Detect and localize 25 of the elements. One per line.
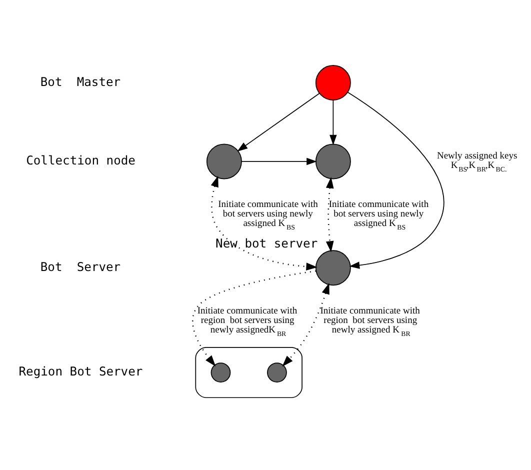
edge-label: Initiate communicate with bot servers using newly assigned K$_{BS}$ [218, 200, 318, 232]
arrow [210, 176, 318, 271]
arrow [347, 92, 444, 269]
node-circle [267, 362, 287, 382]
arrow [326, 177, 334, 252]
cluster [195, 347, 302, 398]
node-label: New bot server [216, 236, 318, 250]
node-circle [315, 65, 351, 100]
label: Bot Server [40, 260, 121, 274]
arrow [192, 270, 316, 366]
edge-label: Initiate communicate with region bot servers using newly assigned K$_{BR}$ [320, 306, 420, 338]
arrow [282, 282, 330, 367]
label: Collection node [26, 154, 136, 168]
label: Bot Master [40, 74, 121, 89]
arrow [330, 100, 337, 146]
node-circle [315, 250, 351, 286]
label: Region Bot Server [18, 364, 143, 379]
node-circle [315, 144, 351, 180]
arrow [241, 158, 317, 166]
node-circle [206, 144, 242, 180]
arrow [237, 92, 320, 152]
edge-label: Initiate communicate with bot servers using newly assigned K$_{BS}$ [328, 200, 429, 232]
node-circle [210, 362, 231, 382]
edge-label: Initiate communicate with region bot servers using newly assignedK$_{BR}$ [197, 306, 298, 338]
edge-label: Newly assigned keys K$_{BS}$,K$_{BR}$,K$_{BC.}$ [436, 152, 518, 174]
